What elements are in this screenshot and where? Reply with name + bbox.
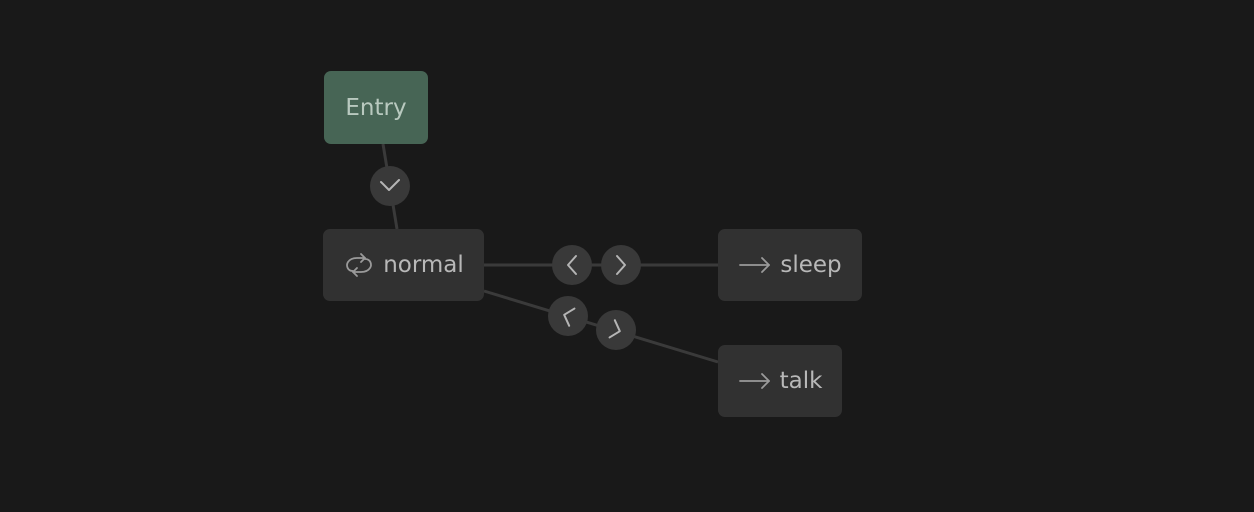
edge-entry-normal-handle[interactable] [370, 166, 410, 206]
entry-node-label: Entry [345, 94, 407, 121]
edge-normal-sleep-back-handle[interactable] [552, 245, 592, 285]
edge-normal-sleep-forward-handle[interactable] [601, 245, 641, 285]
normal-node[interactable]: normal [323, 229, 484, 301]
talk-node-label: talk [779, 368, 823, 394]
loop-icon [343, 251, 375, 279]
entry-node[interactable]: Entry [324, 71, 428, 144]
chevron-left-icon [565, 254, 579, 276]
chevron-right-icon [614, 254, 628, 276]
talk-node[interactable]: talk [718, 345, 842, 417]
chevron-right-icon [606, 317, 626, 342]
edge-normal-talk-forward-handle[interactable] [596, 310, 636, 350]
sleep-node-label: sleep [780, 252, 842, 278]
sleep-node[interactable]: sleep [718, 229, 862, 301]
normal-node-label: normal [383, 252, 464, 278]
chevron-down-icon [379, 179, 401, 193]
chevron-left-icon [558, 303, 578, 328]
edge-normal-talk-back-handle[interactable] [548, 296, 588, 336]
arrow-right-icon [738, 371, 772, 391]
arrow-right-icon [738, 255, 772, 275]
